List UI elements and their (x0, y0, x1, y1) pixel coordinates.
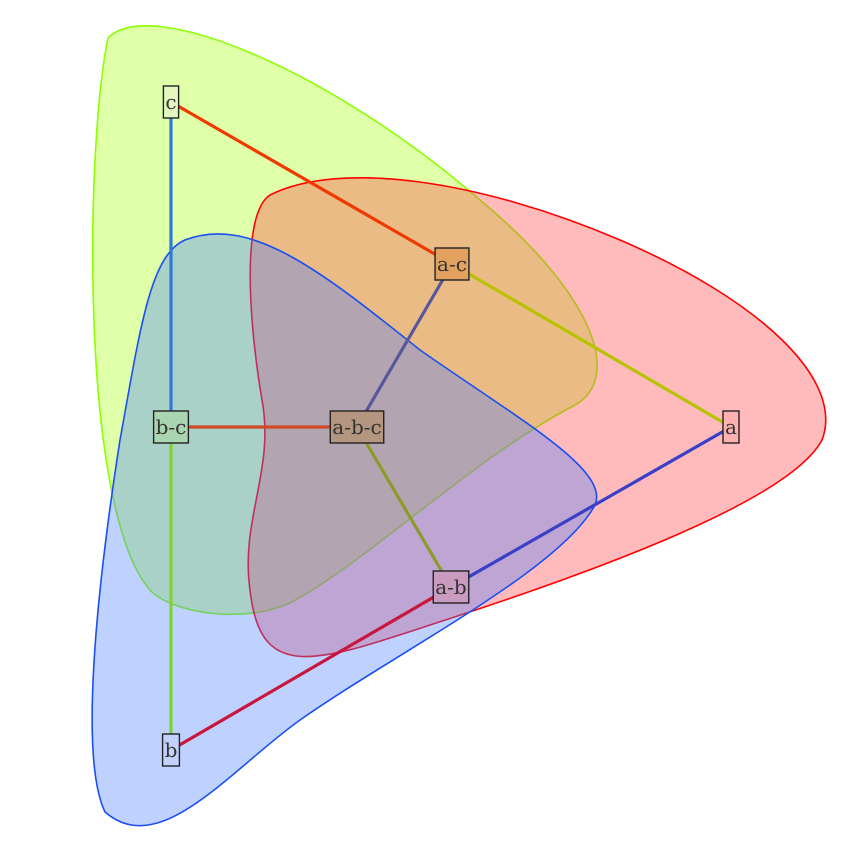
node-a-c: a-c (434, 247, 470, 281)
node-label-b: b (165, 738, 178, 762)
node-box-c (162, 85, 180, 119)
edge-a-b-c-to-a-b (355, 425, 453, 589)
node-layer: c a-c b-c a-b-c a a-b b (152, 85, 740, 767)
node-a: a (722, 410, 740, 444)
edge-layer (169, 100, 733, 752)
node-box-a-c (434, 247, 470, 281)
node-c: c (162, 85, 180, 119)
edge-a-c-to-a-b-c (355, 262, 454, 429)
node-label-c: c (165, 90, 176, 114)
node-a-b-c: a-b-c (329, 410, 385, 444)
node-box-a (722, 410, 740, 444)
node-box-b (161, 733, 181, 767)
node-label-b-c: b-c (156, 415, 187, 439)
set-region-b (91, 233, 598, 827)
node-label-a: a (725, 415, 737, 439)
node-box-a-b (432, 570, 470, 604)
node-label-a-b: a-b (435, 575, 466, 599)
set-region-c (91, 25, 598, 616)
node-a-b: a-b (432, 570, 470, 604)
edge-a-c-to-a (450, 262, 733, 429)
node-label-a-b-c: a-b-c (332, 415, 381, 439)
edge-a-to-a-b (449, 425, 733, 589)
node-label-a-c: a-c (437, 252, 467, 276)
set-regions (91, 25, 827, 827)
node-b-c: b-c (152, 410, 190, 444)
node-b: b (161, 733, 181, 767)
node-box-b-c (152, 410, 190, 444)
edge-c-to-a-c (169, 100, 454, 266)
edge-a-b-to-b (169, 585, 453, 752)
node-box-a-b-c (329, 410, 385, 444)
